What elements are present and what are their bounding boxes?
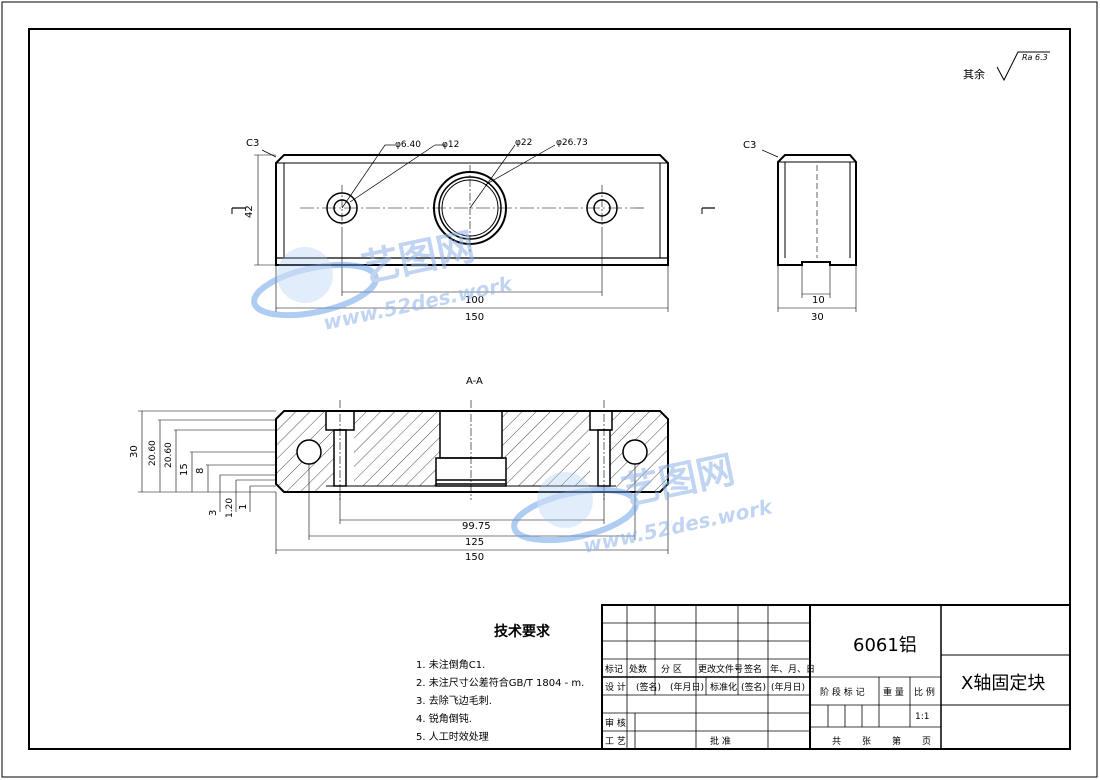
watermark-swoosh-icon	[251, 261, 379, 319]
design-date: (年月日)	[670, 681, 704, 693]
front-chamfer-label: C3	[246, 138, 259, 149]
review-label: 审 核	[605, 717, 626, 729]
standardization-date: (年月日)	[771, 681, 805, 693]
stage-mark-header: 阶 段 标 记	[820, 686, 865, 698]
section-dim-20-60-b: 20.60	[164, 442, 174, 468]
tech-item-1: 1. 未注倒角C1.	[416, 658, 485, 671]
standardization-sign: (签名)	[741, 681, 766, 693]
sheets-unit-label: 张	[862, 736, 871, 747]
side-chamfer-label: C3	[743, 140, 756, 151]
rev-header-doc: 更改文件号	[698, 663, 743, 675]
sheet-page-label: 页	[922, 736, 931, 747]
section-dim-1: 1	[238, 504, 249, 510]
process-label: 工 艺	[605, 736, 626, 747]
callout-hole-small: φ6.40	[395, 140, 421, 150]
section-view	[138, 400, 669, 554]
title-block	[601, 604, 1071, 750]
approve-label: 批 准	[710, 735, 731, 747]
tech-item-2: 2. 未注尺寸公差符合GB/T 1804 - m.	[416, 676, 584, 689]
front-view	[231, 144, 715, 312]
callout-bore-outer: φ26.73	[556, 138, 588, 148]
section-dim-inner: 99.75	[462, 521, 491, 532]
rev-header-mark: 标记	[605, 663, 623, 675]
section-dim-30: 30	[129, 445, 140, 458]
side-width-dim: 30	[811, 312, 824, 323]
section-dim-20-60-a: 20.60	[148, 440, 158, 466]
side-slot-dim: 10	[812, 295, 825, 306]
watermark-globe-icon	[537, 472, 593, 528]
roughness-symbol-icon	[996, 51, 1050, 82]
scale-value: 1:1	[915, 712, 929, 722]
tech-item-5: 5. 人工时效处理	[416, 730, 489, 743]
title-block-text: 6061铝 X轴固定块 标记 处数 分 区 更改文件号 签名 年、月、日 设 计…	[605, 635, 1045, 747]
design-sign: (签名)	[636, 681, 661, 693]
rev-header-count: 处数	[629, 663, 647, 675]
roughness-label: 其余	[963, 67, 985, 81]
roughness-note: 其余 Ra 6.3	[963, 51, 1050, 82]
section-dim-8: 8	[195, 468, 206, 474]
section-dim-3: 3	[208, 510, 219, 516]
weight-header: 重 量	[883, 686, 904, 698]
sheets-total-label: 共	[832, 736, 841, 747]
tech-item-3: 3. 去除飞边毛刺.	[416, 694, 492, 707]
section-dim-middle: 125	[465, 537, 484, 548]
tech-item-4: 4. 锐角倒钝.	[416, 712, 472, 725]
callout-bore-inner: φ22	[515, 138, 532, 148]
front-height-dim: 42	[244, 205, 255, 218]
roughness-value: Ra 6.3	[1022, 53, 1048, 62]
sheet-number-label: 第	[892, 735, 901, 747]
section-dim-15: 15	[179, 463, 190, 476]
watermark-swoosh-icon	[511, 486, 639, 544]
rev-header-date: 年、月、日	[770, 663, 815, 675]
rev-header-sign: 签名	[744, 663, 762, 675]
rev-header-zone: 分 区	[661, 664, 682, 675]
material-label: 6061铝	[853, 635, 917, 656]
watermark-brand: 艺图网	[358, 224, 479, 291]
standardization-label: 标准化	[710, 681, 737, 693]
tech-title: 技术要求	[494, 623, 551, 640]
design-label: 设 计	[605, 681, 626, 693]
section-dim-length: 150	[465, 552, 484, 563]
watermark-globe-icon	[277, 247, 333, 303]
section-dim-1-20: 1.20	[225, 498, 235, 518]
tech-requirements: 技术要求 1. 未注倒角C1. 2. 未注尺寸公差符合GB/T 1804 - m…	[416, 623, 584, 743]
section-title: A-A	[466, 376, 483, 387]
front-length-dim: 150	[465, 312, 484, 323]
part-name: X轴固定块	[961, 673, 1045, 694]
front-holes-dim: 100	[465, 295, 484, 306]
callout-hole-large: φ12	[442, 140, 459, 150]
scale-header: 比 例	[914, 686, 935, 698]
side-view	[761, 149, 857, 312]
inner-frame	[28, 28, 1071, 750]
